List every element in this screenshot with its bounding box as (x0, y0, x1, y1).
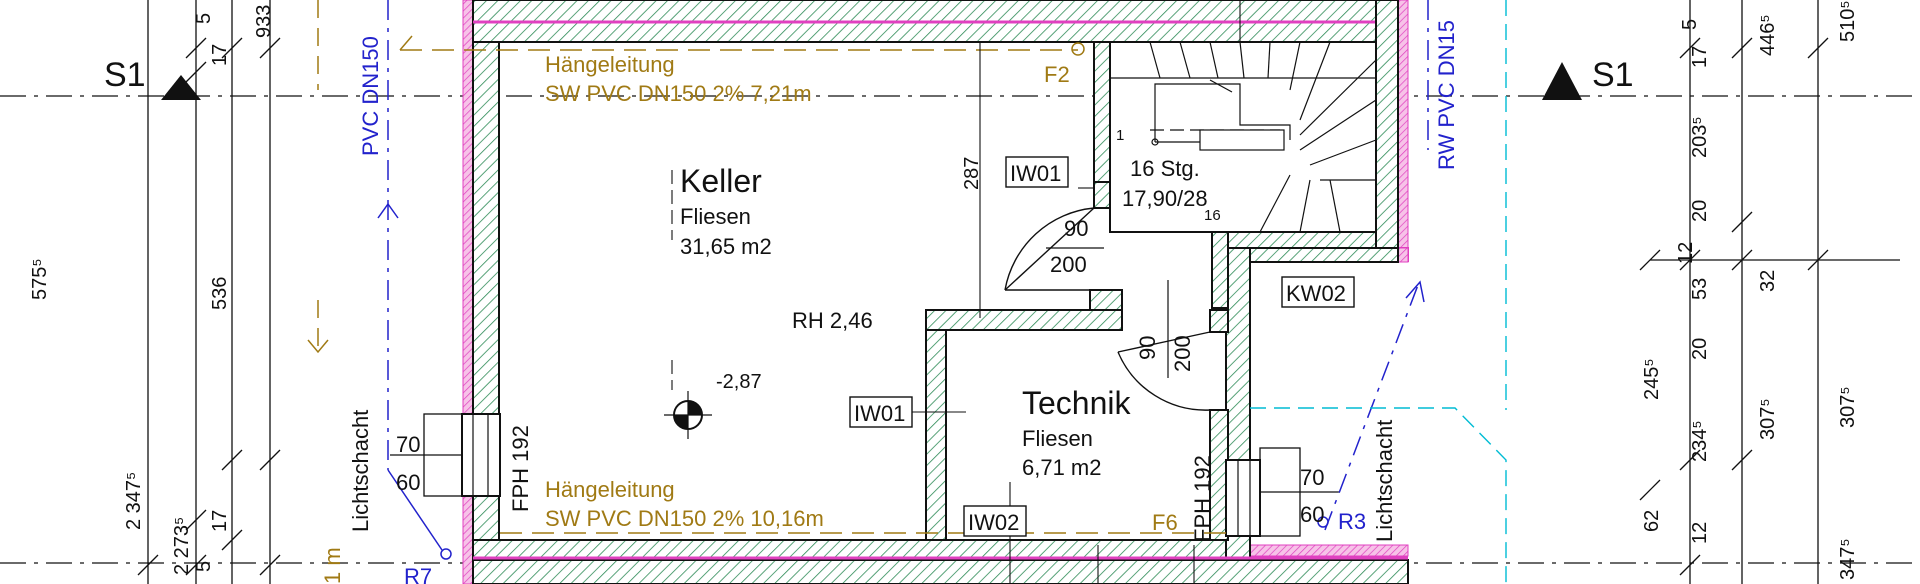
dimension-chain-left (137, 0, 281, 584)
dim-r-3475: 347⁵ (1837, 538, 1859, 580)
window-right (1225, 447, 1340, 537)
lichtschacht-right: Lichtschacht (1372, 420, 1397, 542)
wall-tag-kw02: KW02 (1281, 276, 1355, 308)
stair-count: 16 Stg. (1130, 156, 1200, 181)
room-floor-keller: Fliesen (680, 204, 751, 229)
dim-r-2035: 203⁵ (1689, 116, 1711, 158)
dim-r-12b: 12 (1689, 522, 1711, 544)
svg-text:IW01: IW01 (1010, 161, 1061, 186)
drain-f2: F2 (1044, 62, 1070, 87)
marker-r7: R7 (404, 564, 432, 584)
dim-5-bottom: 5 (193, 561, 215, 572)
section-axis (0, 95, 1920, 564)
stair-step-last: 16 (1204, 207, 1221, 224)
fph-left: FPH 192 (508, 425, 533, 512)
drain-top-title: Hängeleitung (545, 52, 675, 77)
dim-r-4465: 446⁵ (1757, 14, 1779, 56)
section-label-left: S1 (104, 56, 146, 94)
drain-bottom-spec: SW PVC DN150 2% 10,16m (545, 506, 824, 531)
pipe-left-label: PVC DN150 (358, 36, 383, 156)
dim-575: 575⁵ (29, 258, 51, 300)
dim-r-2455: 245⁵ (1641, 358, 1663, 400)
dim-r-5105: 510⁵ (1837, 0, 1859, 42)
dim-933: 933 (253, 5, 275, 38)
dimension-chain-right (1639, 0, 1900, 584)
door-technik (1117, 331, 1211, 411)
dim-r-3075b: 307⁵ (1837, 386, 1859, 428)
staircase (1109, 41, 1377, 233)
dim-r-53: 53 (1689, 278, 1711, 300)
room-area-technik: 6,71 m2 (1022, 455, 1102, 480)
drain-cut-m: 1 m (320, 547, 345, 584)
door-keller-width: 90 (1064, 216, 1088, 241)
drain-line-top (307, 0, 1085, 354)
dim-r-2345: 234⁵ (1689, 420, 1711, 462)
window-right-upper: 70 (1300, 465, 1324, 490)
wall-technik (925, 231, 1229, 541)
window-right-lower: 60 (1300, 502, 1324, 527)
dim-17-bottom: 17 (209, 510, 231, 532)
fph-right: FPH 192 (1190, 455, 1215, 542)
aux-lines (671, 0, 1241, 584)
dim-r-20a: 20 (1689, 200, 1711, 222)
door-technik-height: 200 (1170, 335, 1195, 372)
dim-r-32: 32 (1757, 270, 1779, 292)
section-label-right: S1 (1592, 56, 1634, 94)
dim-r-20b: 20 (1689, 338, 1711, 360)
dim-r-5: 5 (1679, 19, 1701, 30)
wall-stair-bottom (1225, 231, 1377, 249)
room-area-keller: 31,65 m2 (680, 234, 772, 259)
dim-536: 536 (209, 277, 231, 310)
wall-tag-iw01-mid: IW01 (849, 396, 913, 428)
window-left-upper: 70 (396, 432, 420, 457)
wall-tag-iw02: IW02 (963, 505, 1027, 537)
dim-2347: 2 347⁵ (123, 472, 145, 530)
dim-r-17: 17 (1689, 46, 1711, 68)
door-keller-height: 200 (1050, 252, 1087, 277)
svg-text:IW01: IW01 (854, 401, 905, 426)
room-height: RH 2,46 (792, 308, 873, 333)
room-name-keller: Keller (680, 163, 762, 199)
svg-text:IW02: IW02 (968, 510, 1019, 535)
spot-level: -2,87 (716, 371, 762, 393)
dim-287: 287 (961, 157, 983, 190)
section-marker-right: S1 (1542, 56, 1634, 100)
window-left-lower: 60 (396, 470, 420, 495)
wall-outer-right (1225, 0, 1399, 559)
svg-text:KW02: KW02 (1286, 281, 1346, 306)
dim-2273: 2 273⁵ (171, 517, 193, 575)
door-technik-width: 90 (1135, 336, 1160, 360)
dim-5-top: 5 (193, 13, 215, 24)
drain-f6: F6 (1152, 510, 1178, 535)
wall-tag-iw01-top: IW01 (1005, 156, 1069, 188)
level-marker (664, 391, 712, 439)
wall-top (472, 0, 1399, 43)
room-name-technik: Technik (1022, 385, 1132, 421)
cyan-line (1250, 0, 1507, 584)
marker-r3: R3 (1338, 509, 1366, 534)
stair-step-first: 1 (1116, 127, 1124, 144)
drain-bottom-title: Hängeleitung (545, 477, 675, 502)
dim-r-12a: 12 (1675, 242, 1697, 264)
wall-bottom (472, 539, 1409, 584)
window-left (390, 413, 501, 497)
lichtschacht-left: Lichtschacht (348, 410, 373, 532)
section-marker-left: S1 (104, 56, 201, 100)
room-floor-technik: Fliesen (1022, 426, 1093, 451)
pipe-right-label: RW PVC DN15 (1434, 20, 1459, 170)
dim-r-62: 62 (1641, 510, 1663, 532)
drain-top-spec: SW PVC DN150 2% 7,21m (545, 81, 812, 106)
dim-r-3075a: 307⁵ (1757, 398, 1779, 440)
dim-17-top: 17 (209, 44, 231, 66)
door-keller (1004, 207, 1095, 291)
stair-ratio: 17,90/28 (1122, 186, 1208, 211)
